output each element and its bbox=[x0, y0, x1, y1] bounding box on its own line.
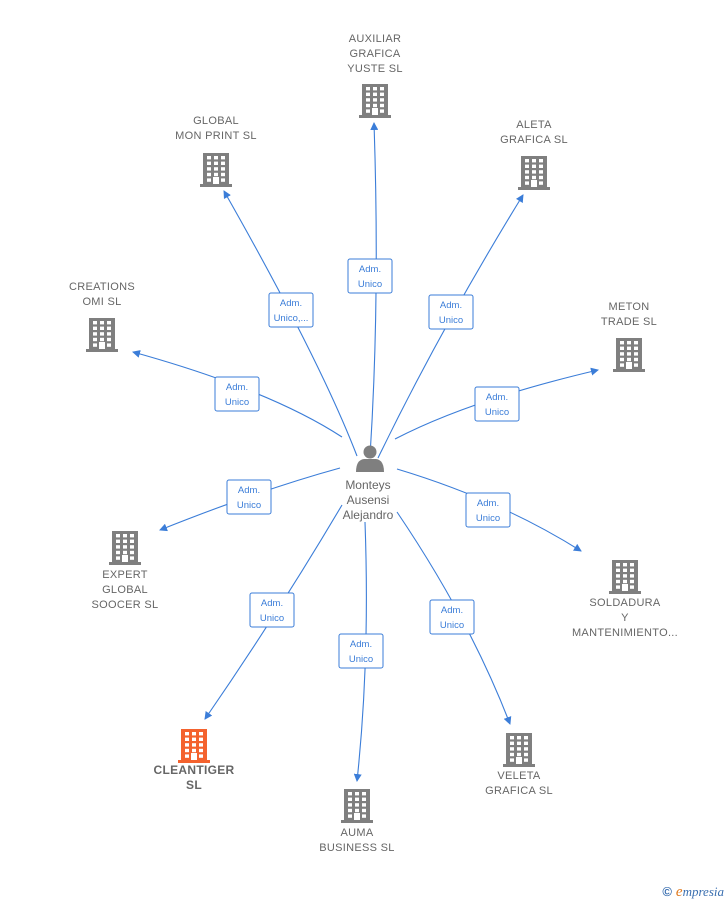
building-icon bbox=[341, 789, 373, 823]
company-name-line: VELETA bbox=[497, 770, 541, 782]
person-name-line: Monteys bbox=[345, 478, 390, 492]
relation-badge-box bbox=[268, 292, 314, 328]
relation-text: Unico bbox=[485, 407, 509, 418]
relation-badge-box bbox=[338, 633, 384, 669]
person-name-line: Ausensi bbox=[347, 493, 390, 507]
relation-badge-cleantiger[interactable]: Adm. Unico bbox=[249, 592, 295, 628]
relation-text: Adm. bbox=[280, 298, 302, 309]
relation-badge-box bbox=[249, 592, 295, 628]
relation-text: Adm. bbox=[441, 605, 463, 616]
building-icon bbox=[609, 560, 641, 594]
building-icon bbox=[613, 338, 645, 372]
relation-text: Unico bbox=[358, 279, 382, 290]
relation-badge-auma[interactable]: Adm. Unico bbox=[338, 633, 384, 669]
company-name-line: BUSINESS SL bbox=[319, 842, 394, 854]
relation-text: Unico bbox=[440, 620, 464, 631]
company-name-line: Y bbox=[621, 612, 629, 624]
relation-badge-meton[interactable]: Adm. Unico bbox=[474, 386, 520, 422]
person-name-line: Alejandro bbox=[343, 508, 394, 522]
relation-text: Adm. bbox=[226, 382, 248, 393]
company-name-line: SL bbox=[186, 778, 202, 792]
relation-badge-box bbox=[428, 294, 474, 330]
company-name-line: METON bbox=[608, 301, 649, 313]
relation-badge-box bbox=[429, 599, 475, 635]
company-name-line: MANTENIMIENTO... bbox=[572, 627, 678, 639]
company-name-line: MON PRINT SL bbox=[175, 130, 257, 142]
company-name-line: GLOBAL bbox=[102, 584, 148, 596]
company-name-line: CREATIONS bbox=[69, 281, 135, 293]
relation-text: Unico bbox=[237, 500, 261, 511]
brand-initial: e bbox=[675, 884, 683, 900]
relation-badge-box bbox=[214, 376, 260, 412]
company-name-line: ALETA bbox=[516, 119, 552, 131]
company-name-line: EXPERT bbox=[102, 569, 148, 581]
relation-badge-veleta[interactable]: Adm. Unico bbox=[429, 599, 475, 635]
relation-badge-expert[interactable]: Adm. Unico bbox=[226, 479, 272, 515]
company-name-line: GRAFICA SL bbox=[500, 134, 568, 146]
company-node-auma[interactable]: AUMA BUSINESS SL bbox=[319, 789, 394, 854]
relation-text: Unico bbox=[476, 513, 500, 524]
relation-badge-box bbox=[347, 258, 393, 294]
relation-text: Adm. bbox=[350, 639, 372, 650]
company-name-line: GRAFICA bbox=[350, 48, 401, 60]
relation-text: Unico bbox=[439, 315, 463, 326]
company-node-soldadura[interactable]: SOLDADURA Y MANTENIMIENTO... bbox=[572, 560, 678, 639]
building-icon bbox=[86, 318, 118, 352]
building-icon bbox=[200, 153, 232, 187]
relation-badge-global[interactable]: Adm. Unico,... bbox=[268, 292, 314, 328]
edge-global bbox=[223, 190, 358, 457]
relation-text: Unico bbox=[225, 397, 249, 408]
relation-text: Adm. bbox=[238, 485, 260, 496]
relation-badge-box bbox=[474, 386, 520, 422]
relation-text: Adm. bbox=[440, 300, 462, 311]
company-node-meton[interactable]: METON TRADE SL bbox=[601, 301, 657, 372]
edge-auxiliar bbox=[369, 122, 379, 457]
copyright-icon: © bbox=[662, 884, 672, 899]
nodes-layer: AUXILIAR GRAFICA YUSTE SL GLOBAL MON PRINT S… bbox=[69, 33, 678, 854]
relation-badge-creations[interactable]: Adm. Unico bbox=[214, 376, 260, 412]
relation-badge-soldadura[interactable]: Adm. Unico bbox=[465, 492, 511, 528]
relation-text: Adm. bbox=[486, 392, 508, 403]
company-node-global[interactable]: GLOBAL MON PRINT SL bbox=[175, 115, 257, 187]
company-name-line: CLEANTIGER bbox=[154, 763, 235, 777]
footer-brand[interactable]: ©empresia bbox=[662, 884, 724, 901]
relation-badge-box bbox=[465, 492, 511, 528]
relation-text: Unico bbox=[260, 613, 284, 624]
company-name-line: GRAFICA SL bbox=[485, 785, 553, 797]
relation-text: Adm. bbox=[261, 598, 283, 609]
company-node-aleta[interactable]: ALETA GRAFICA SL bbox=[500, 119, 568, 190]
brand-name: mpresia bbox=[682, 884, 724, 899]
building-icon bbox=[359, 84, 391, 118]
company-node-veleta[interactable]: VELETA GRAFICA SL bbox=[485, 733, 553, 797]
relation-badge-aleta[interactable]: Adm. Unico bbox=[428, 294, 474, 330]
relation-text: Adm. bbox=[359, 264, 381, 275]
company-name-line: SOLDADURA bbox=[589, 597, 661, 609]
company-node-auxiliar[interactable]: AUXILIAR GRAFICA YUSTE SL bbox=[347, 33, 403, 118]
company-name-line: TRADE SL bbox=[601, 316, 657, 328]
relation-badge-box bbox=[226, 479, 272, 515]
company-name-line: YUSTE SL bbox=[347, 63, 403, 75]
relation-badge-auxiliar[interactable]: Adm. Unico bbox=[347, 258, 393, 294]
relation-text: Unico bbox=[349, 654, 373, 665]
company-name-line: GLOBAL bbox=[193, 115, 239, 127]
relation-text: Unico,... bbox=[274, 313, 309, 324]
company-name-line: OMI SL bbox=[82, 296, 121, 308]
company-name-line: AUMA bbox=[341, 827, 374, 839]
company-node-creations[interactable]: CREATIONS OMI SL bbox=[69, 281, 135, 352]
company-node-expert[interactable]: EXPERT GLOBAL SOOCER SL bbox=[92, 531, 159, 611]
relation-text: Adm. bbox=[477, 498, 499, 509]
building-icon bbox=[518, 156, 550, 190]
building-icon bbox=[503, 733, 535, 767]
company-name-line: AUXILIAR bbox=[349, 33, 402, 45]
building-icon bbox=[109, 531, 141, 565]
edges-layer: Adm.UnicoAdm.Unico,...Adm.UnicoAdm.Unico… bbox=[132, 122, 599, 782]
company-name-line: SOOCER SL bbox=[92, 599, 159, 611]
building-icon bbox=[178, 729, 210, 763]
person-icon bbox=[356, 445, 384, 472]
